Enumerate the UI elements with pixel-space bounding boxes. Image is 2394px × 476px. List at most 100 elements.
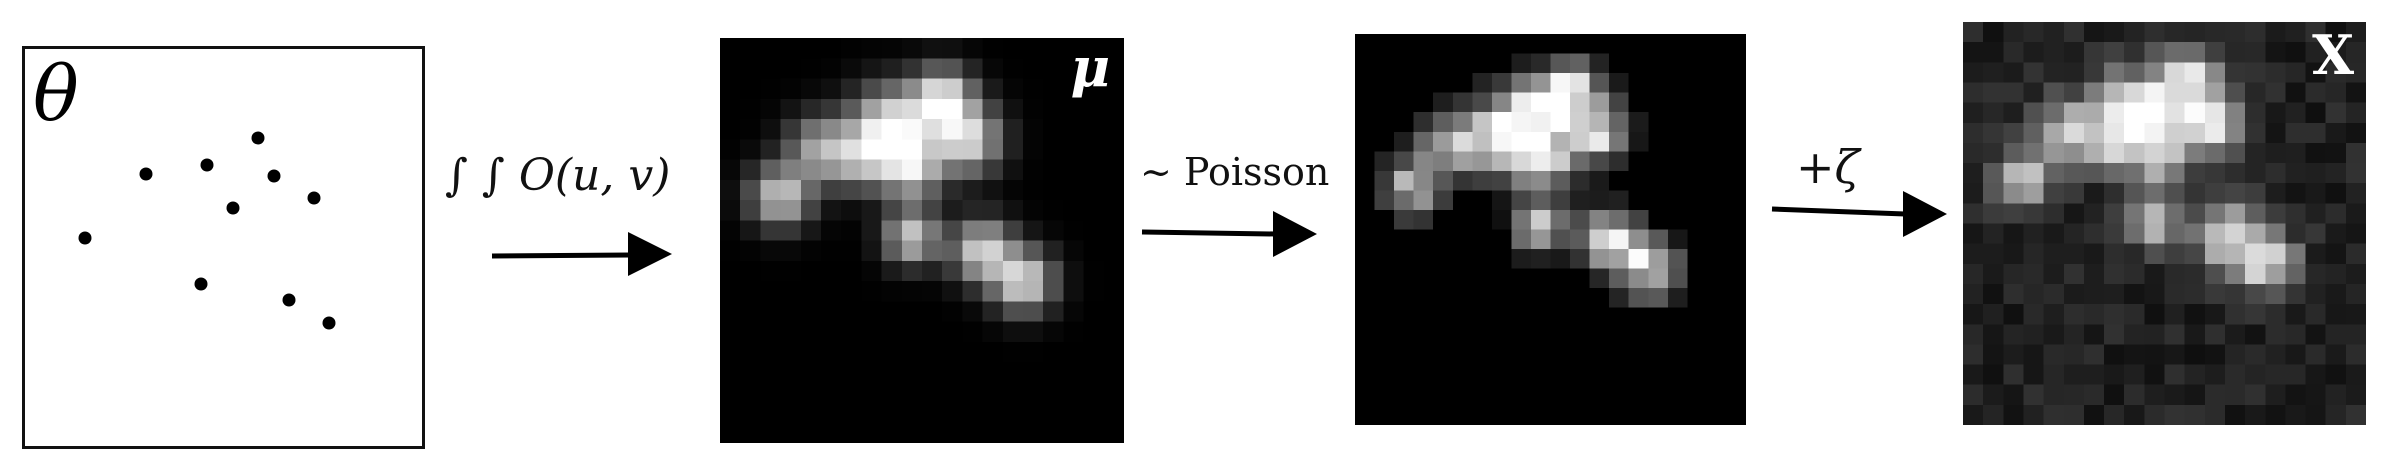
- pixel: [1472, 92, 1493, 113]
- pixel: [2285, 102, 2306, 124]
- pixel: [1687, 366, 1708, 387]
- pixel: [2104, 364, 2125, 386]
- pixel: [922, 58, 943, 79]
- pixel: [2063, 364, 2085, 386]
- pixel: [2043, 102, 2065, 124]
- pixel: [720, 402, 741, 424]
- pixel: [1002, 119, 1024, 140]
- pixel: [2144, 122, 2165, 144]
- pixel: [962, 78, 984, 100]
- pixel: [2003, 324, 2024, 345]
- pixel: [1491, 405, 1512, 425]
- pixel: [740, 281, 761, 302]
- pixel: [1589, 366, 1610, 387]
- pixel: [1963, 62, 1984, 83]
- pixel: [1433, 170, 1454, 191]
- pixel: [821, 321, 842, 343]
- pixel: [1550, 151, 1571, 172]
- pixel: [2265, 243, 2286, 265]
- pixel: [800, 98, 822, 120]
- pixel: [1648, 170, 1669, 191]
- pixel: [2325, 364, 2347, 386]
- pixel: [1530, 229, 1551, 250]
- pixel: [2305, 42, 2327, 63]
- pixel: [2245, 203, 2266, 224]
- pixel: [1355, 229, 1375, 250]
- pixel: [1394, 34, 1415, 54]
- pixel: [881, 382, 903, 403]
- pixel: [1726, 327, 1746, 348]
- pixel: [901, 78, 923, 100]
- pixel: [841, 98, 862, 120]
- pixel: [821, 38, 842, 59]
- pixel: [1963, 384, 1984, 406]
- pixel: [1002, 422, 1024, 443]
- pixel: [1570, 327, 1590, 348]
- pixel: [1570, 385, 1590, 406]
- pixel: [2063, 82, 2085, 104]
- pixel: [2083, 183, 2105, 204]
- pixel: [2104, 283, 2125, 305]
- pixel: [2023, 243, 2045, 265]
- pixel: [2003, 62, 2024, 83]
- pixel: [1452, 53, 1473, 74]
- pixel: [2285, 223, 2306, 245]
- pixel: [2124, 304, 2145, 325]
- pixel: [1706, 53, 1727, 74]
- pixel: [2164, 163, 2186, 184]
- pixel: [1374, 170, 1395, 191]
- pixel: [861, 179, 883, 201]
- pixel: [2265, 283, 2286, 305]
- pixel: [1374, 73, 1395, 94]
- pixel: [1394, 112, 1415, 133]
- pixel: [1355, 170, 1375, 191]
- pixel: [1063, 362, 1085, 383]
- pixel: [1530, 131, 1551, 152]
- integral-operator-label: ∫ ∫ O(u, v): [445, 150, 671, 201]
- pixel: [2204, 42, 2226, 63]
- pixel: [2063, 304, 2085, 325]
- pixel: [1491, 307, 1512, 328]
- pixel: [1687, 170, 1708, 191]
- pixel: [942, 422, 963, 443]
- pixel: [1687, 405, 1708, 425]
- pixel: [2265, 404, 2286, 425]
- pixel: [2265, 102, 2286, 124]
- pixel: [2023, 122, 2045, 144]
- pixel: [2023, 42, 2045, 63]
- pixel: [2345, 243, 2366, 265]
- pixel: [1983, 384, 2004, 406]
- pixel: [2224, 183, 2246, 204]
- pixel: [1355, 405, 1375, 425]
- pixel: [922, 402, 943, 424]
- pixel: [1550, 366, 1571, 387]
- pixel: [1472, 170, 1493, 191]
- pixel: [720, 98, 741, 120]
- pixel: [841, 240, 862, 262]
- pixel: [2104, 163, 2125, 184]
- pixel: [942, 301, 963, 322]
- pixel: [1726, 366, 1746, 387]
- pixel: [1706, 34, 1727, 54]
- pixel: [2265, 163, 2286, 184]
- pixel: [740, 200, 761, 221]
- pixel: [1667, 209, 1688, 230]
- pixel: [1491, 229, 1512, 250]
- pixel: [2204, 163, 2226, 184]
- pixel: [962, 179, 984, 201]
- pixel: [1511, 288, 1532, 309]
- pixel: [2265, 42, 2286, 63]
- pixel: [881, 362, 903, 383]
- pixel: [1002, 281, 1024, 302]
- pixel: [1002, 139, 1024, 160]
- pixel: [2144, 203, 2165, 224]
- pixel: [1472, 34, 1493, 54]
- pixel: [1726, 385, 1746, 406]
- pixel: [2023, 324, 2045, 345]
- pixel: [740, 402, 761, 424]
- pixel: [2124, 263, 2145, 285]
- pixel: [962, 382, 984, 403]
- pixel: [2204, 102, 2226, 124]
- mu-symbol: μ: [1070, 35, 1110, 99]
- pixel: [1570, 307, 1590, 328]
